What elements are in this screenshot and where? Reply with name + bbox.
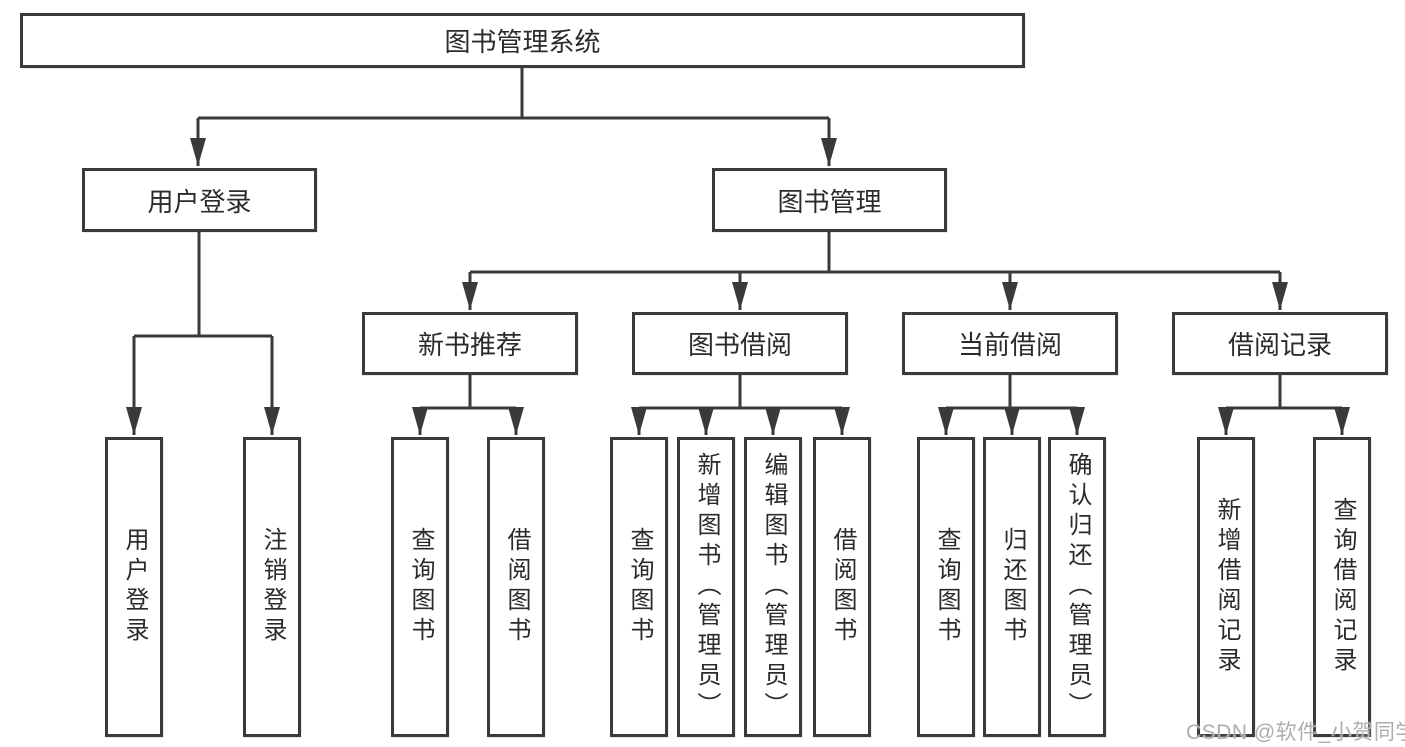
leaf-add-borrow-record: 新增借阅记录 xyxy=(1197,437,1255,737)
node-new-book-recommend: 新书推荐 xyxy=(362,312,578,375)
node-book-management: 图书管理 xyxy=(712,168,947,232)
csdn-watermark: CSDN @软件_小贺同学 xyxy=(1186,721,1405,744)
node-book-borrowing: 图书借阅 xyxy=(632,312,848,375)
node-library-management-system: 图书管理系统 xyxy=(20,13,1025,68)
node-current-borrow: 当前借阅 xyxy=(902,312,1118,375)
leaf-logout: 注销登录 xyxy=(243,437,301,737)
wire-current-split xyxy=(946,375,1077,410)
node-user-login: 用户登录 xyxy=(82,168,317,232)
leaf-confirm-return-admin: 确认归还（管理员） xyxy=(1048,437,1106,737)
leaf-query-books-borrowing: 查询图书 xyxy=(610,437,668,737)
leaf-edit-books-admin: 编辑图书（管理员） xyxy=(744,437,802,737)
wire-records-split xyxy=(1226,375,1342,410)
wire-borrow-split xyxy=(639,375,842,410)
leaf-add-books-admin: 新增图书（管理员） xyxy=(677,437,735,737)
leaf-return-books: 归还图书 xyxy=(983,437,1041,737)
leaf-borrow-books-borrowing: 借阅图书 xyxy=(813,437,871,737)
wire-newbook-split xyxy=(420,375,516,410)
node-borrow-records: 借阅记录 xyxy=(1172,312,1388,375)
wire-bookmgmt-split xyxy=(470,232,1280,274)
leaf-query-books-recommend: 查询图书 xyxy=(391,437,449,737)
wire-userlogin-split xyxy=(134,232,272,338)
leaf-query-books-current: 查询图书 xyxy=(917,437,975,737)
leaf-user-login: 用户登录 xyxy=(105,437,163,737)
leaf-borrow-books-recommend: 借阅图书 xyxy=(487,437,545,737)
wire-root-split xyxy=(198,68,829,120)
leaf-query-borrow-record: 查询借阅记录 xyxy=(1313,437,1371,737)
